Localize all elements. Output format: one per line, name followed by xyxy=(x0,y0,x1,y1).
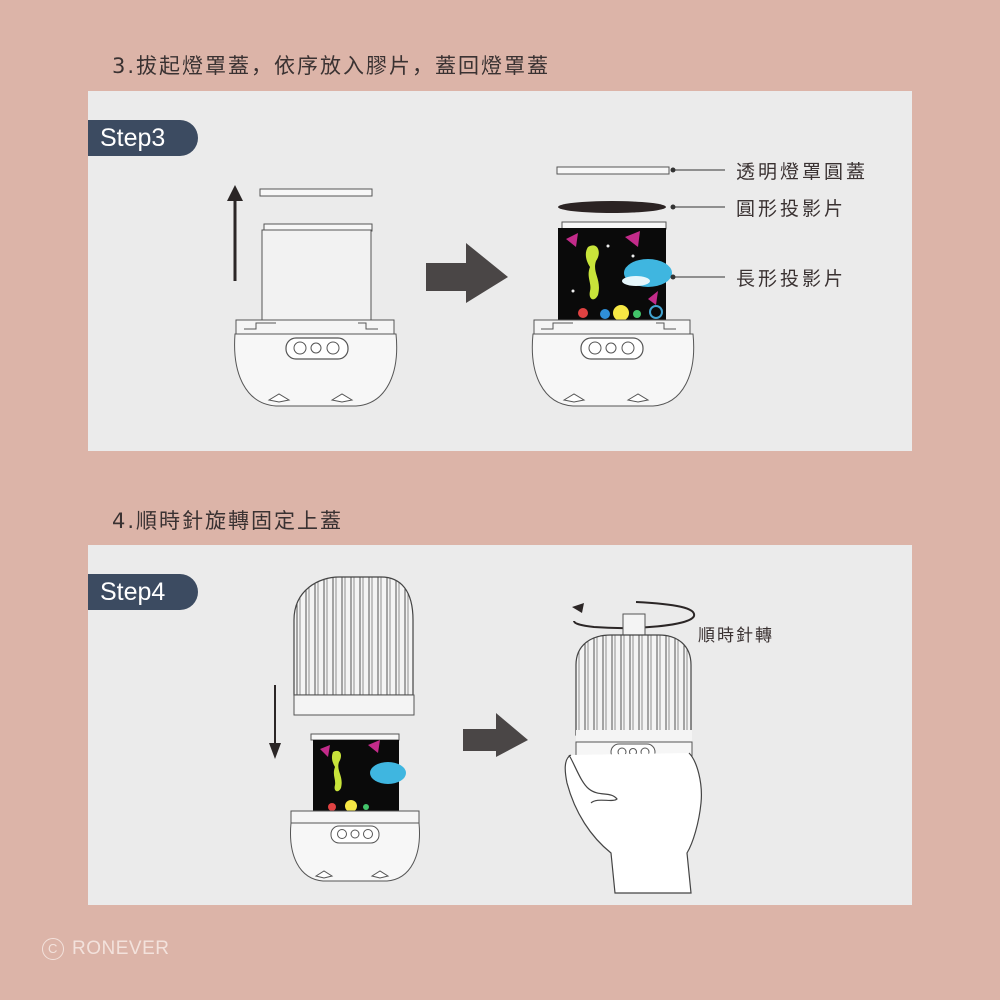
lamp-base-left xyxy=(234,223,398,407)
lamp-base-film-left xyxy=(290,733,420,882)
right-arrow-icon xyxy=(463,713,528,757)
step3-illustration xyxy=(227,166,725,407)
label-clockwise: 順時針轉 xyxy=(698,626,774,646)
step3-badge: Step3 xyxy=(88,120,198,156)
hand-illustration xyxy=(564,752,702,894)
label-clear-cover: 透明燈罩圓蓋 xyxy=(736,161,869,183)
copyright-icon: C xyxy=(42,938,64,960)
step3-panel: Step3 xyxy=(88,91,912,451)
right-arrow-icon xyxy=(426,243,508,303)
step4-panel: Step4 xyxy=(88,545,912,905)
brand-name: RONEVER xyxy=(72,938,170,959)
label-rect-film: 長形投影片 xyxy=(736,268,847,290)
clockwise-rotate-icon xyxy=(572,601,696,629)
step4-illustration xyxy=(269,576,702,894)
rect-film-image xyxy=(558,228,672,321)
up-arrow-icon xyxy=(227,185,243,281)
down-arrow-icon xyxy=(269,685,281,759)
cage-cover-left xyxy=(293,576,415,716)
label-round-film: 圓形投影片 xyxy=(736,198,847,220)
step4-heading: 4.順時針旋轉固定上蓋 xyxy=(112,509,344,533)
step4-badge: Step4 xyxy=(88,574,198,610)
lamp-base-right xyxy=(531,319,695,407)
copyright-footer: C RONEVER xyxy=(42,938,169,960)
step3-heading: 3.拔起燈罩蓋，依序放入膠片，蓋回燈罩蓋 xyxy=(112,54,551,78)
